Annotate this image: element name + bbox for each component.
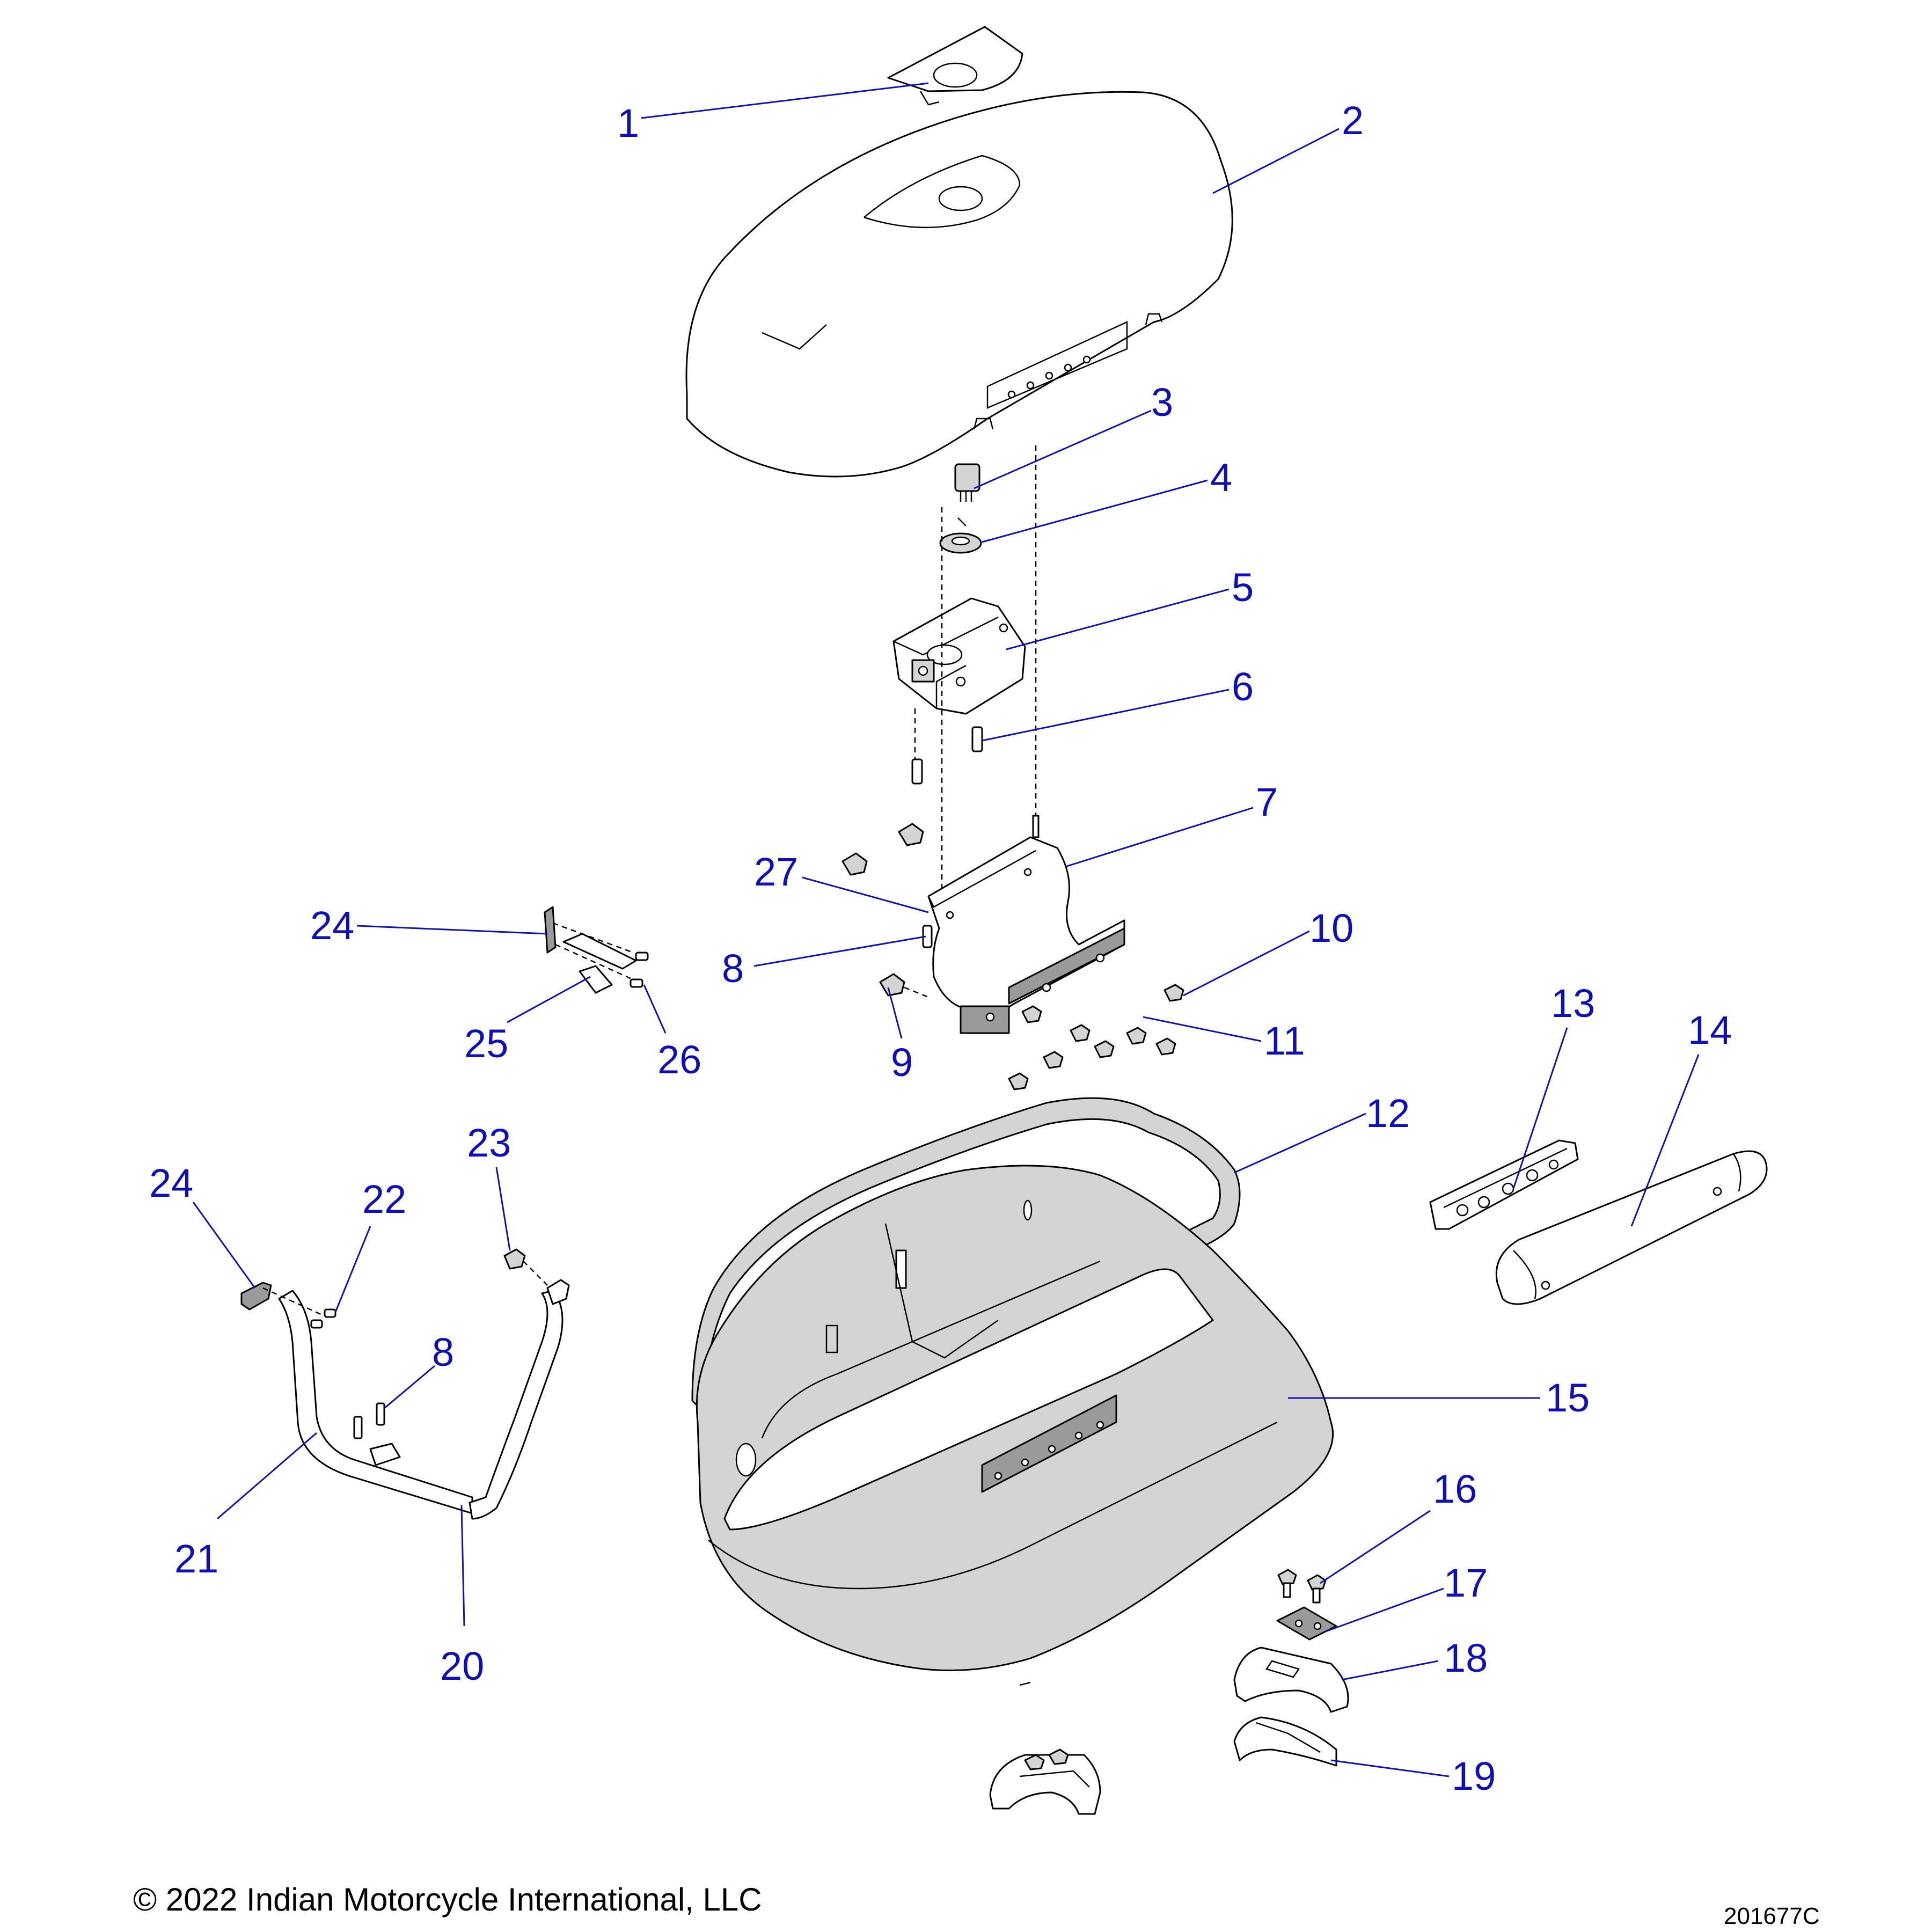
callout-24b: 24 bbox=[149, 1161, 193, 1205]
callout-labels: 1 2 3 4 5 6 7 27 8 9 10 11 24 25 26 12 1… bbox=[149, 98, 1732, 1798]
callout-13: 13 bbox=[1551, 981, 1595, 1026]
leader-10 bbox=[1183, 930, 1310, 997]
part-7-mounting-bracket bbox=[927, 815, 1125, 1034]
part-2-saddlebag-lid bbox=[685, 91, 1233, 478]
leader-lines bbox=[192, 82, 1700, 1777]
part-6-screw bbox=[911, 726, 983, 785]
part-20-21-lower-brackets bbox=[240, 1248, 570, 1520]
leader-27 bbox=[802, 876, 929, 913]
part-15-saddlebag-body bbox=[696, 1165, 1334, 1686]
leader-2 bbox=[1212, 128, 1340, 194]
callout-2: 2 bbox=[1342, 98, 1364, 143]
callout-18: 18 bbox=[1444, 1636, 1488, 1680]
leader-7 bbox=[1065, 807, 1254, 868]
leader-25 bbox=[507, 976, 591, 1023]
leader-1 bbox=[641, 82, 929, 119]
callout-5: 5 bbox=[1232, 565, 1254, 610]
leader-8a bbox=[753, 935, 926, 967]
leader-4 bbox=[982, 479, 1208, 543]
leader-12 bbox=[1234, 1113, 1366, 1174]
callout-25: 25 bbox=[464, 1021, 508, 1066]
leader-17 bbox=[1325, 1587, 1444, 1633]
callout-15: 15 bbox=[1546, 1375, 1590, 1420]
callout-4: 4 bbox=[1210, 455, 1232, 500]
callout-3: 3 bbox=[1151, 380, 1173, 425]
callout-1: 1 bbox=[617, 101, 639, 145]
leader-5 bbox=[1006, 588, 1230, 650]
part-14-lid-trim bbox=[1495, 1150, 1768, 1305]
leader-13 bbox=[1512, 1027, 1568, 1189]
leader-26 bbox=[643, 984, 667, 1034]
leader-24b bbox=[192, 1202, 256, 1289]
leader-6 bbox=[982, 689, 1230, 742]
leader-19 bbox=[1330, 1759, 1450, 1777]
callout-20: 20 bbox=[440, 1644, 484, 1688]
callout-23: 23 bbox=[467, 1121, 511, 1165]
part-3-lock-cylinder bbox=[954, 463, 980, 526]
callout-8a: 8 bbox=[722, 946, 744, 991]
callout-27: 27 bbox=[754, 850, 798, 894]
part-10-11-nuts bbox=[1008, 984, 1184, 1091]
callout-11: 11 bbox=[1264, 1019, 1305, 1063]
leader-9 bbox=[887, 987, 903, 1039]
part-13-hinge-plate bbox=[1429, 1139, 1579, 1230]
leader-16 bbox=[1320, 1510, 1431, 1584]
leader-18 bbox=[1341, 1660, 1439, 1681]
drawing-number: 201677C bbox=[1724, 1903, 1820, 1929]
leader-11 bbox=[1143, 1016, 1262, 1042]
callout-9: 9 bbox=[891, 1040, 913, 1085]
part-4-washer bbox=[939, 532, 982, 554]
leader-14 bbox=[1630, 1054, 1700, 1227]
leader-22 bbox=[334, 1226, 371, 1313]
callout-14: 14 bbox=[1688, 1008, 1732, 1052]
callout-12: 12 bbox=[1366, 1091, 1410, 1136]
leader-21 bbox=[217, 1432, 317, 1520]
copyright-notice: © 2022 Indian Motorcycle International, … bbox=[133, 1882, 762, 1918]
leader-3 bbox=[974, 409, 1152, 489]
callout-24a: 24 bbox=[310, 903, 354, 948]
leader-23 bbox=[495, 1167, 511, 1251]
part-5-latch-assembly bbox=[892, 597, 1026, 715]
leader-8b bbox=[383, 1365, 435, 1410]
fastener-group-upper bbox=[841, 823, 924, 876]
callout-21: 21 bbox=[174, 1536, 218, 1581]
callout-26: 26 bbox=[657, 1037, 701, 1082]
callout-6: 6 bbox=[1232, 664, 1254, 709]
callout-17: 17 bbox=[1444, 1561, 1488, 1605]
callout-8b: 8 bbox=[432, 1330, 454, 1374]
callout-16: 16 bbox=[1433, 1467, 1477, 1511]
leader-20 bbox=[460, 1505, 465, 1627]
callout-22: 22 bbox=[362, 1177, 406, 1221]
callout-10: 10 bbox=[1309, 906, 1353, 950]
part-16-17-18-19-bottom-mounts bbox=[989, 1569, 1349, 1815]
callout-7: 7 bbox=[1256, 780, 1278, 824]
callout-19: 19 bbox=[1452, 1754, 1496, 1798]
part-24-25-26-upper-hinge bbox=[544, 906, 649, 994]
leader-24a bbox=[356, 925, 548, 935]
part-1-lid-cover bbox=[887, 26, 1023, 106]
